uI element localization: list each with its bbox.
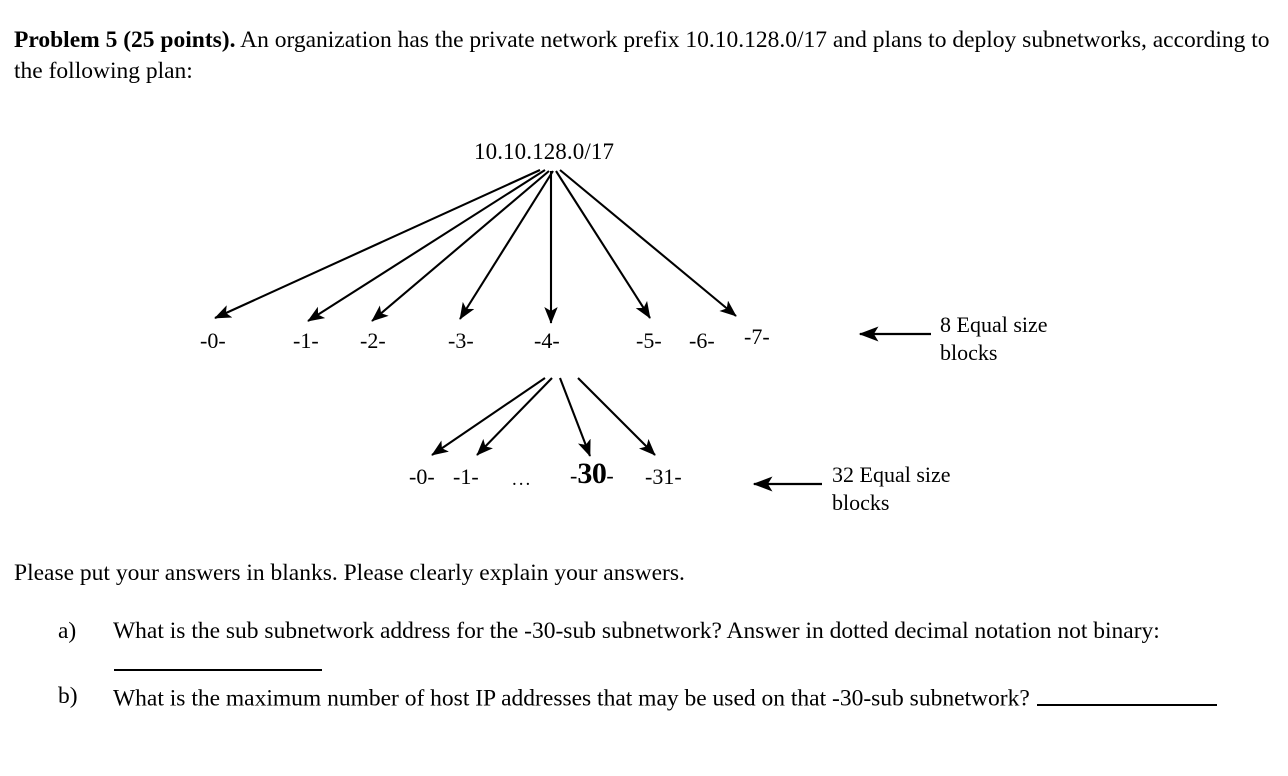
annotation-32-equal-blocks: 32 Equal size blocks xyxy=(832,461,951,517)
subblock-label-0: -0- xyxy=(409,464,435,489)
subblock-30-dash-right: - xyxy=(606,463,614,488)
block-label-2: -2- xyxy=(360,328,386,353)
arrow-to-block-3 xyxy=(459,170,554,320)
annotation-32-line2: blocks xyxy=(832,490,890,516)
block-label-5: -5- xyxy=(636,328,662,353)
subnetting-diagram: 10.10.128.0/17 -0- -1- -2- -3- -4- -5- -… xyxy=(0,118,1288,548)
arrow-to-block-5 xyxy=(555,170,651,319)
arrow-to-block-6 xyxy=(559,169,737,317)
block-label-7: -7- xyxy=(744,324,770,349)
subblock-label-31: -31- xyxy=(645,464,682,489)
question-marker-b: b) xyxy=(58,683,78,710)
question-marker-a: a) xyxy=(58,618,77,644)
annotation-32-line1: 32 Equal size xyxy=(832,462,951,487)
annotation-8-line1: 8 Equal size xyxy=(940,312,1048,337)
subblock-30-dash-left: - xyxy=(570,463,578,488)
answer-blank-a[interactable] xyxy=(114,647,322,672)
diagram-arrows-svg xyxy=(214,169,931,492)
annotation-arrow-group xyxy=(752,326,931,492)
arrow-to-subblock-30 xyxy=(559,377,591,457)
question-item-b: b) What is the maximum number of host IP … xyxy=(14,681,1254,714)
problem-body: An organization has the private network … xyxy=(14,27,1270,85)
subblock-label-30: -30- xyxy=(570,459,614,489)
subblock-ellipsis: ... xyxy=(512,469,533,490)
root-node-label: 10.10.128.0/17 xyxy=(474,139,615,164)
block-label-4: -4- xyxy=(534,328,560,353)
answer-blank-b[interactable] xyxy=(1036,681,1217,706)
arrow-to-subblock-1 xyxy=(476,377,553,456)
problem-title: Problem 5 (25 points). xyxy=(14,27,236,53)
arrow-to-block-0 xyxy=(214,169,541,319)
block-label-3: -3- xyxy=(448,328,474,353)
instruction-text: Please put your answers in blanks. Pleas… xyxy=(14,560,685,586)
question-text-b: What is the maximum number of host IP ad… xyxy=(113,685,1030,712)
subblock-30-value: 30 xyxy=(577,457,607,490)
block-label-0: -0- xyxy=(200,328,226,353)
block-label-6: -6- xyxy=(689,328,715,353)
level2-arrow-group xyxy=(431,377,656,457)
subblock-label-1: -1- xyxy=(453,464,479,489)
problem-statement: Problem 5 (25 points). An organization h… xyxy=(14,25,1270,87)
annotation-8-equal-blocks: 8 Equal size blocks xyxy=(940,311,1048,367)
arrow-to-subblock-0 xyxy=(431,377,546,456)
arrow-to-block-2 xyxy=(371,170,550,322)
question-list: a) What is the sub subnetwork address for… xyxy=(14,616,1254,716)
block-label-1: -1- xyxy=(293,328,319,353)
level1-arrow-group xyxy=(214,169,737,324)
question-item-a: a) What is the sub subnetwork address for… xyxy=(14,616,1254,680)
question-text-a: What is the sub subnetwork address for t… xyxy=(113,618,1160,644)
arrow-to-subblock-31 xyxy=(577,377,656,456)
arrow-to-block-1 xyxy=(307,169,546,322)
annotation-8-line2: blocks xyxy=(940,340,998,366)
